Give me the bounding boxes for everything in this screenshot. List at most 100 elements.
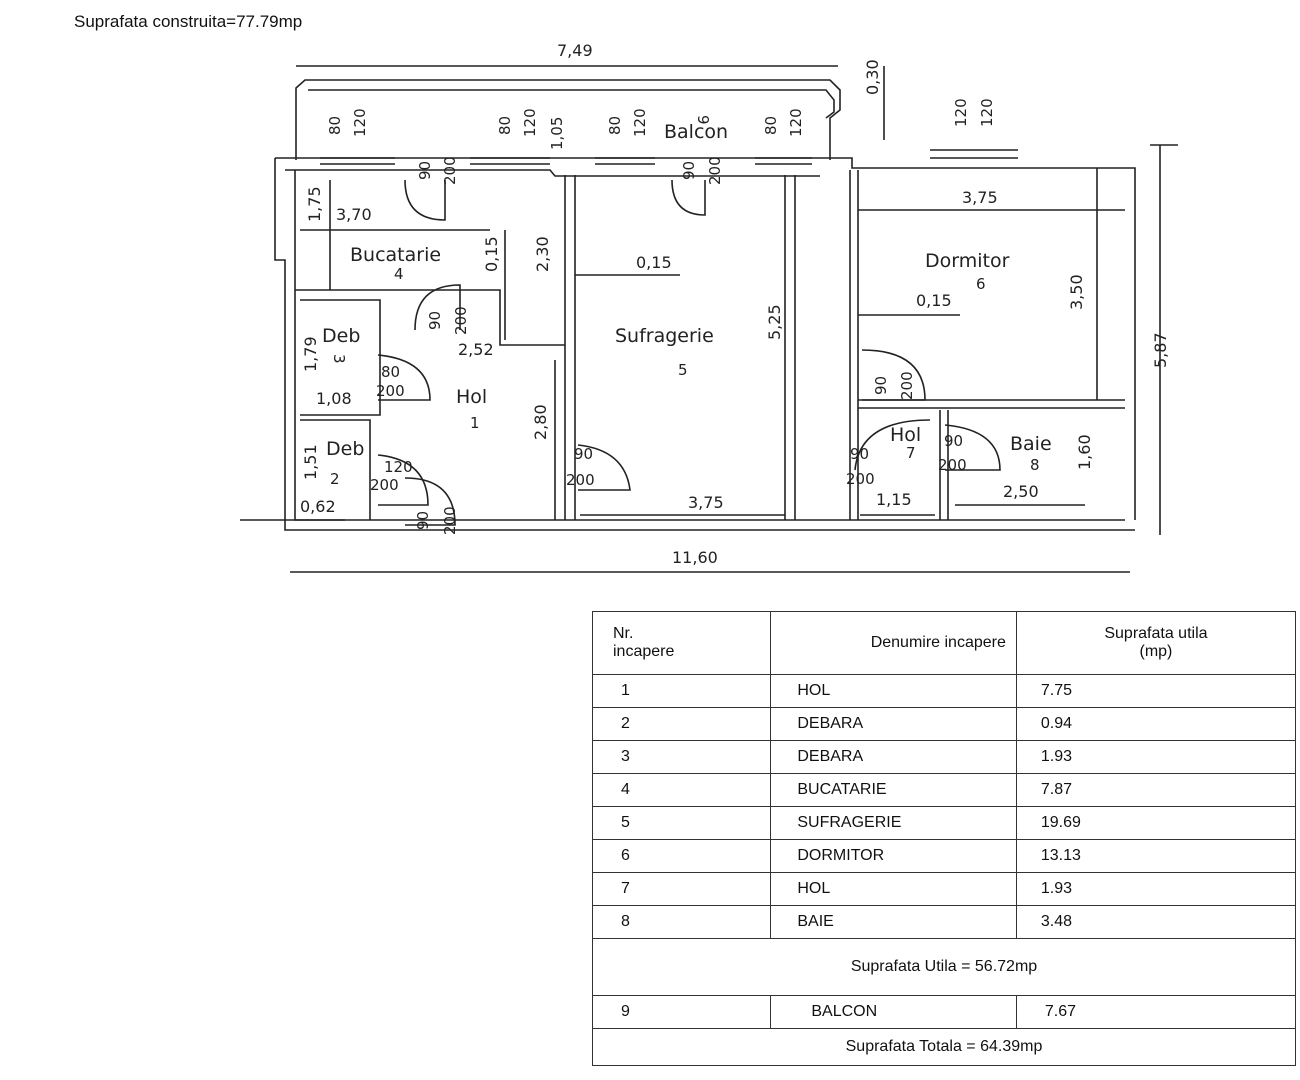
cell-nr: 5 bbox=[591, 806, 772, 840]
bedroom-bottom-wall bbox=[858, 399, 1125, 409]
deb2-walls bbox=[300, 419, 371, 520]
opening-label: 200 bbox=[441, 506, 459, 535]
opening-label: 120 bbox=[978, 98, 996, 127]
opening-label: 120 bbox=[351, 108, 369, 137]
cell-name: DORMITOR bbox=[770, 839, 1017, 873]
opening-label: 90 bbox=[944, 432, 963, 450]
opening-label: 90 bbox=[574, 445, 593, 463]
room-num-hol7: 7 bbox=[906, 444, 916, 462]
cell-nr: 1 bbox=[591, 674, 772, 708]
opening-label: 80 bbox=[606, 116, 624, 135]
cell-nr: 3 bbox=[591, 740, 772, 774]
dim-label: 5,87 bbox=[1151, 332, 1170, 368]
room-num-deb2: 2 bbox=[330, 470, 340, 488]
opening-label: 90 bbox=[416, 161, 434, 180]
opening-label: 120 bbox=[952, 98, 970, 127]
cell-name: SUFRAGERIE bbox=[770, 806, 1017, 840]
left-bottom-wall bbox=[274, 158, 1135, 531]
door-arc bbox=[414, 284, 461, 331]
cell-area: 7.87 bbox=[1015, 773, 1297, 807]
dim-label: 1,15 bbox=[876, 490, 912, 509]
opening-label: 1,05 bbox=[548, 117, 566, 150]
dim-bottom-rooms bbox=[580, 504, 1085, 516]
opening-label: 200 bbox=[898, 371, 916, 400]
opening-label: 80 bbox=[326, 116, 344, 135]
door-arc bbox=[861, 349, 926, 401]
opening-label: 200 bbox=[452, 306, 470, 335]
dim-label: 2,52 bbox=[458, 340, 494, 359]
grand-total-row: Suprafata Totala = 64.39mp bbox=[592, 1028, 1296, 1066]
cell-nr: 7 bbox=[591, 872, 772, 906]
room-label-deb2: Deb bbox=[326, 438, 364, 460]
room-num-baie: 8 bbox=[1030, 456, 1040, 474]
opening-label: 200 bbox=[441, 156, 459, 185]
opening-label: 80 bbox=[496, 116, 514, 135]
opening-label: 90 bbox=[872, 376, 890, 395]
opening-label: 200 bbox=[566, 471, 595, 489]
opening-label: 200 bbox=[938, 456, 967, 474]
kitchen-bottom-wall bbox=[295, 289, 565, 346]
top-wall-inner bbox=[285, 169, 820, 177]
cell-area: 3.48 bbox=[1015, 905, 1297, 939]
opening-label: 200 bbox=[370, 476, 399, 494]
balcony-inner-line bbox=[308, 89, 835, 119]
room-num-sufragerie: 5 bbox=[678, 361, 688, 379]
dim-label: 3,70 bbox=[336, 205, 372, 224]
cell-area: 13.13 bbox=[1015, 839, 1297, 873]
cell-name: HOL bbox=[770, 872, 1017, 906]
dim-label: 2,30 bbox=[533, 236, 552, 272]
living-left-wall bbox=[564, 175, 576, 520]
dim-label: 0,15 bbox=[916, 291, 952, 310]
dim-label: 5,25 bbox=[765, 304, 784, 340]
balcony-row: 9 BALCON 7.67 bbox=[591, 995, 1297, 1029]
dim-label: 0,62 bbox=[300, 497, 336, 516]
door-arc bbox=[377, 454, 429, 506]
dim-label: 1,60 bbox=[1075, 434, 1094, 470]
dim-misc bbox=[240, 360, 556, 521]
room-num-hol1: 1 bbox=[470, 414, 480, 432]
room-num-dormitor: 6 bbox=[976, 275, 986, 293]
cell-name: BUCATARIE bbox=[770, 773, 1017, 807]
door-arc bbox=[854, 419, 931, 471]
dim-label: 2,50 bbox=[1003, 482, 1039, 501]
door-arc bbox=[944, 424, 1001, 471]
floor-plan: Balcon 9 Bucatarie 4 Sufragerie 5 Dormit… bbox=[240, 41, 1178, 573]
cell-nr: 4 bbox=[591, 773, 772, 807]
dim-bedroom bbox=[858, 168, 1125, 400]
dim-label: 1,79 bbox=[301, 336, 320, 372]
room-area-table: Nr. incapere Denumire incapere Suprafata… bbox=[591, 611, 1297, 1066]
dim-label: 0,15 bbox=[636, 253, 672, 272]
opening-label: 200 bbox=[706, 156, 724, 185]
cell-name: DEBARA bbox=[770, 707, 1017, 741]
opening-label: 90 bbox=[414, 511, 432, 530]
header-name: Denumire incapere bbox=[770, 611, 1017, 675]
dim-top bbox=[296, 65, 885, 140]
room-num-bucatarie: 4 bbox=[394, 265, 404, 283]
door-arc bbox=[671, 179, 706, 216]
room-label-bucatarie: Bucatarie bbox=[350, 244, 441, 266]
dim-label: 11,60 bbox=[672, 548, 718, 567]
opening-label: 200 bbox=[846, 470, 875, 488]
dim-label: 1,08 bbox=[316, 389, 352, 408]
dim-label: 3,75 bbox=[688, 493, 724, 512]
door-arc bbox=[377, 354, 431, 401]
room-label-dormitor: Dormitor bbox=[925, 250, 1010, 272]
room-label-sufragerie: Sufragerie bbox=[615, 325, 714, 347]
cell-name: DEBARA bbox=[770, 740, 1017, 774]
cell-area: 0.94 bbox=[1015, 707, 1297, 741]
opening-label: 120 bbox=[384, 458, 413, 476]
cell-nr: 6 bbox=[591, 839, 772, 873]
cell-nr: 2 bbox=[591, 707, 772, 741]
cell-area: 7.75 bbox=[1015, 674, 1297, 708]
top-wall bbox=[275, 157, 1136, 520]
dim-label: 3,75 bbox=[962, 188, 998, 207]
room-label-baie: Baie bbox=[1010, 433, 1052, 455]
room-label-deb3: Deb bbox=[322, 325, 360, 347]
dim-label: 1,75 bbox=[305, 186, 324, 222]
dim-label: 7,49 bbox=[557, 41, 593, 60]
